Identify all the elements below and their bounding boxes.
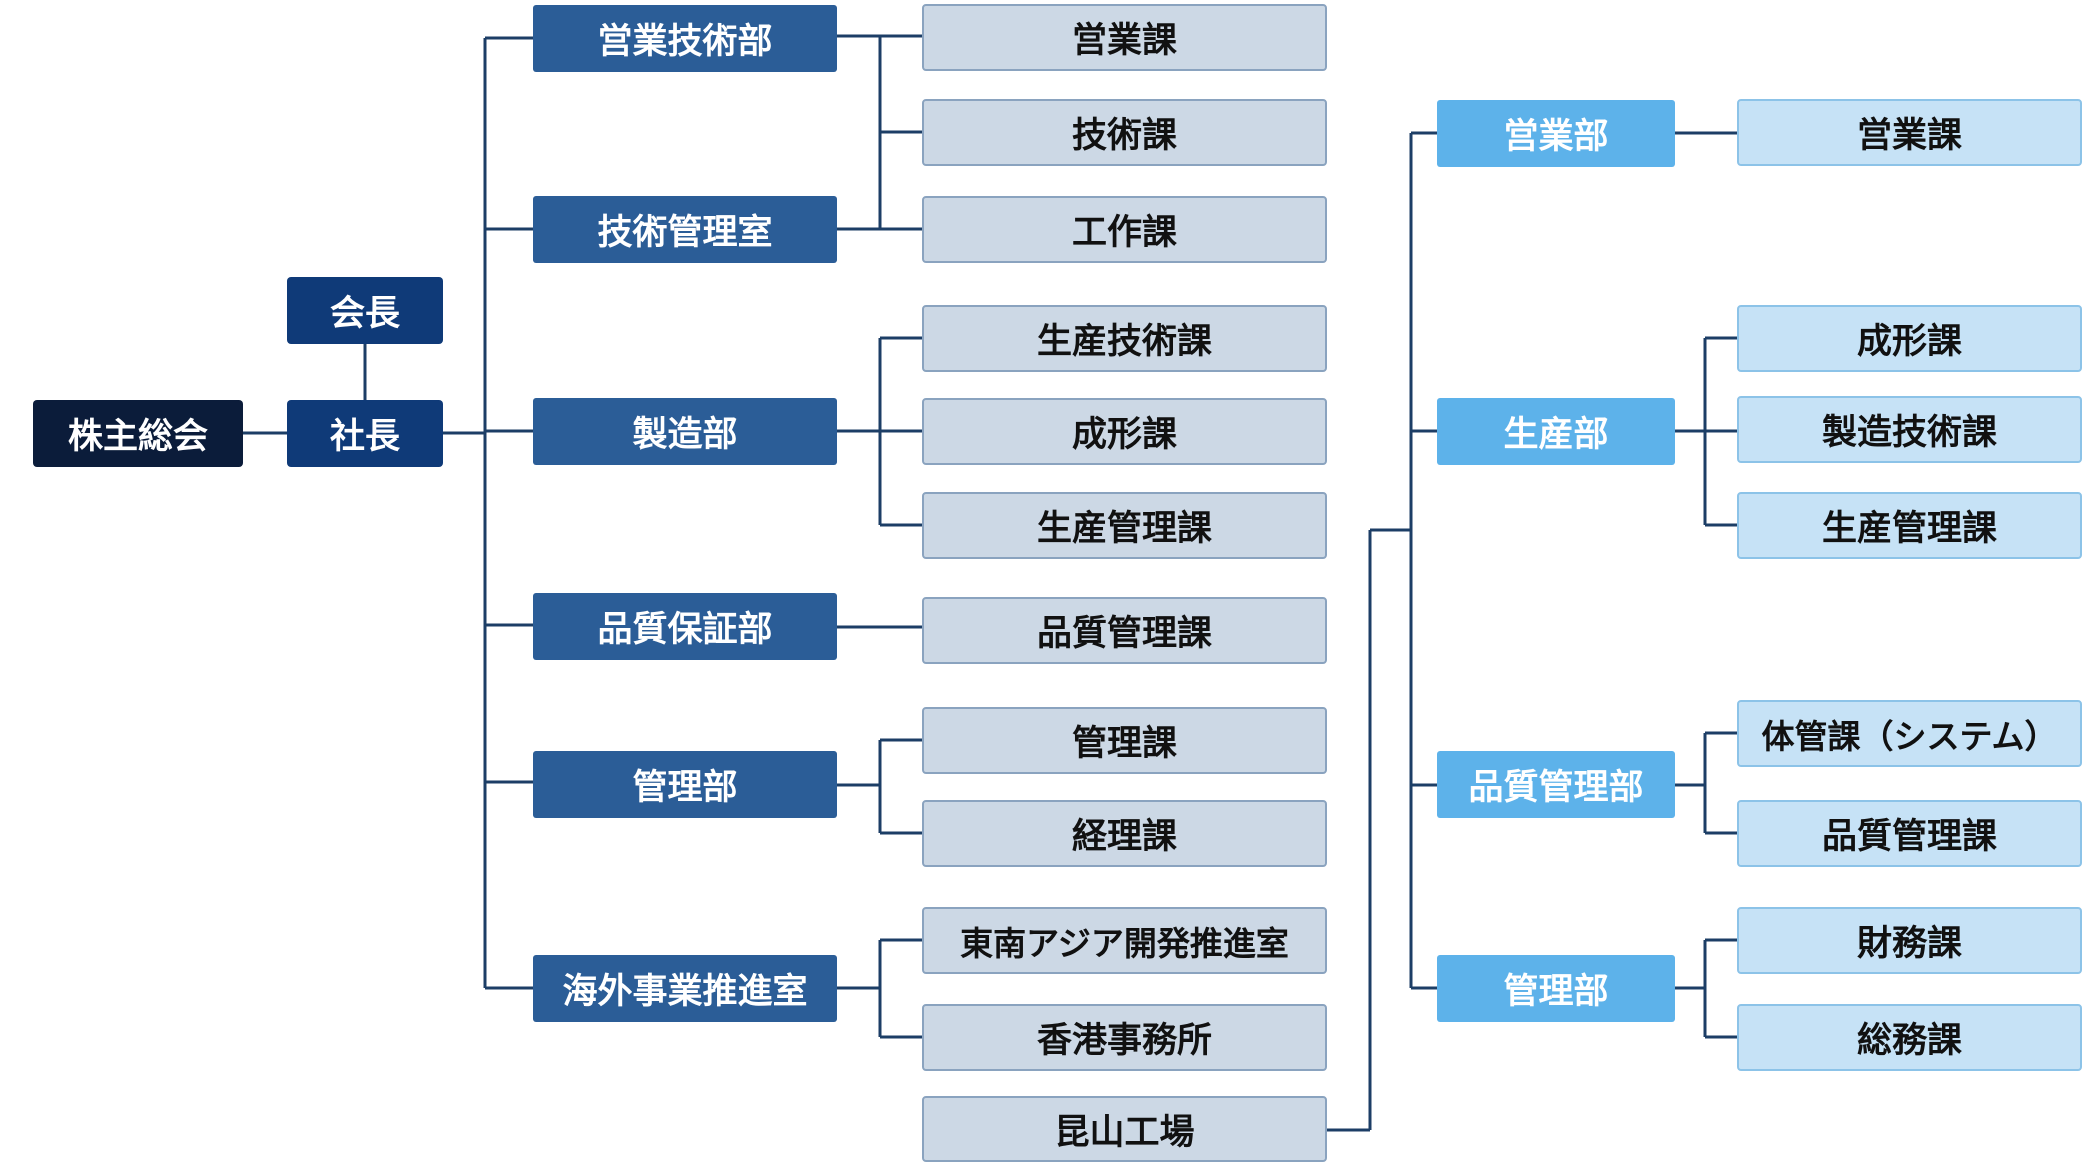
shareholders-meeting-label: 株主総会 [67,417,208,457]
factory-box: 昆山工場 [922,1096,1327,1162]
section-box: 品質管理課 [922,597,1327,664]
factory-section-box: 生産管理課 [1737,492,2082,559]
section-label: 技術課 [1071,116,1177,156]
section-box: 工作課 [922,196,1327,263]
department-label: 技術管理室 [597,213,773,253]
department-box: 営業技術部 [533,5,837,72]
chairman-box: 会長 [287,277,443,344]
section-label: 生産技術課 [1036,322,1212,362]
factory-section-label: 財務課 [1856,924,1962,964]
section-label: 営業課 [1071,21,1177,61]
factory-section-box: 体管課（システム） [1737,700,2082,767]
factory-department-box: 管理部 [1437,955,1675,1022]
factory-section-box: 総務課 [1737,1004,2082,1071]
factory-section-box: 品質管理課 [1737,800,2082,867]
section-box: 管理課 [922,707,1327,774]
factory-section-box: 営業課 [1737,99,2082,166]
department-box: 品質保証部 [533,593,837,660]
section-label: 東南アジア開発推進室 [960,923,1289,963]
factory-section-label: 成形課 [1856,322,1962,362]
department-box: 海外事業推進室 [533,955,837,1022]
section-box: 営業課 [922,4,1327,71]
factory-section-label: 総務課 [1856,1021,1962,1061]
factory-section-box: 財務課 [1737,907,2082,974]
shareholders-meeting-box: 株主総会 [33,400,243,467]
factory-label: 昆山工場 [1054,1112,1195,1153]
department-box: 技術管理室 [533,196,837,263]
section-label: 工作課 [1071,213,1177,253]
section-box: 生産管理課 [922,492,1327,559]
factory-section-box: 成形課 [1737,305,2082,372]
section-box: 経理課 [922,800,1327,867]
factory-department-label: 品質管理部 [1468,768,1644,808]
chairman-label: 会長 [329,294,400,334]
factory-department-box: 生産部 [1437,398,1675,465]
department-label: 管理部 [632,768,738,808]
factory-section-box: 製造技術課 [1737,396,2082,463]
president-label: 社長 [329,417,400,457]
factory-section-label: 品質管理課 [1821,817,1997,857]
section-label: 経理課 [1071,817,1177,857]
section-label: 管理課 [1071,724,1177,764]
section-box: 成形課 [922,398,1327,465]
department-label: 製造部 [632,415,738,455]
department-label: 営業技術部 [597,22,773,62]
department-label: 海外事業推進室 [562,972,808,1012]
section-box: 東南アジア開発推進室 [922,907,1327,974]
department-box: 製造部 [533,398,837,465]
factory-section-label: 製造技術課 [1821,413,1997,453]
factory-department-label: 管理部 [1503,972,1609,1012]
factory-department-box: 営業部 [1437,100,1675,167]
section-box: 生産技術課 [922,305,1327,372]
section-label: 生産管理課 [1036,509,1212,549]
section-label: 品質管理課 [1036,614,1212,654]
president-box: 社長 [287,400,443,467]
factory-section-label: 体管課（システム） [1761,716,2058,756]
department-box: 管理部 [533,751,837,818]
factory-department-label: 生産部 [1503,415,1609,455]
section-label: 成形課 [1071,415,1177,455]
factory-department-box: 品質管理部 [1437,751,1675,818]
section-box: 香港事務所 [922,1004,1327,1071]
section-box: 技術課 [922,99,1327,166]
department-label: 品質保証部 [597,610,773,650]
section-label: 香港事務所 [1036,1021,1212,1061]
factory-department-label: 営業部 [1503,117,1609,157]
factory-section-label: 生産管理課 [1821,509,1997,549]
factory-section-label: 営業課 [1856,116,1962,156]
